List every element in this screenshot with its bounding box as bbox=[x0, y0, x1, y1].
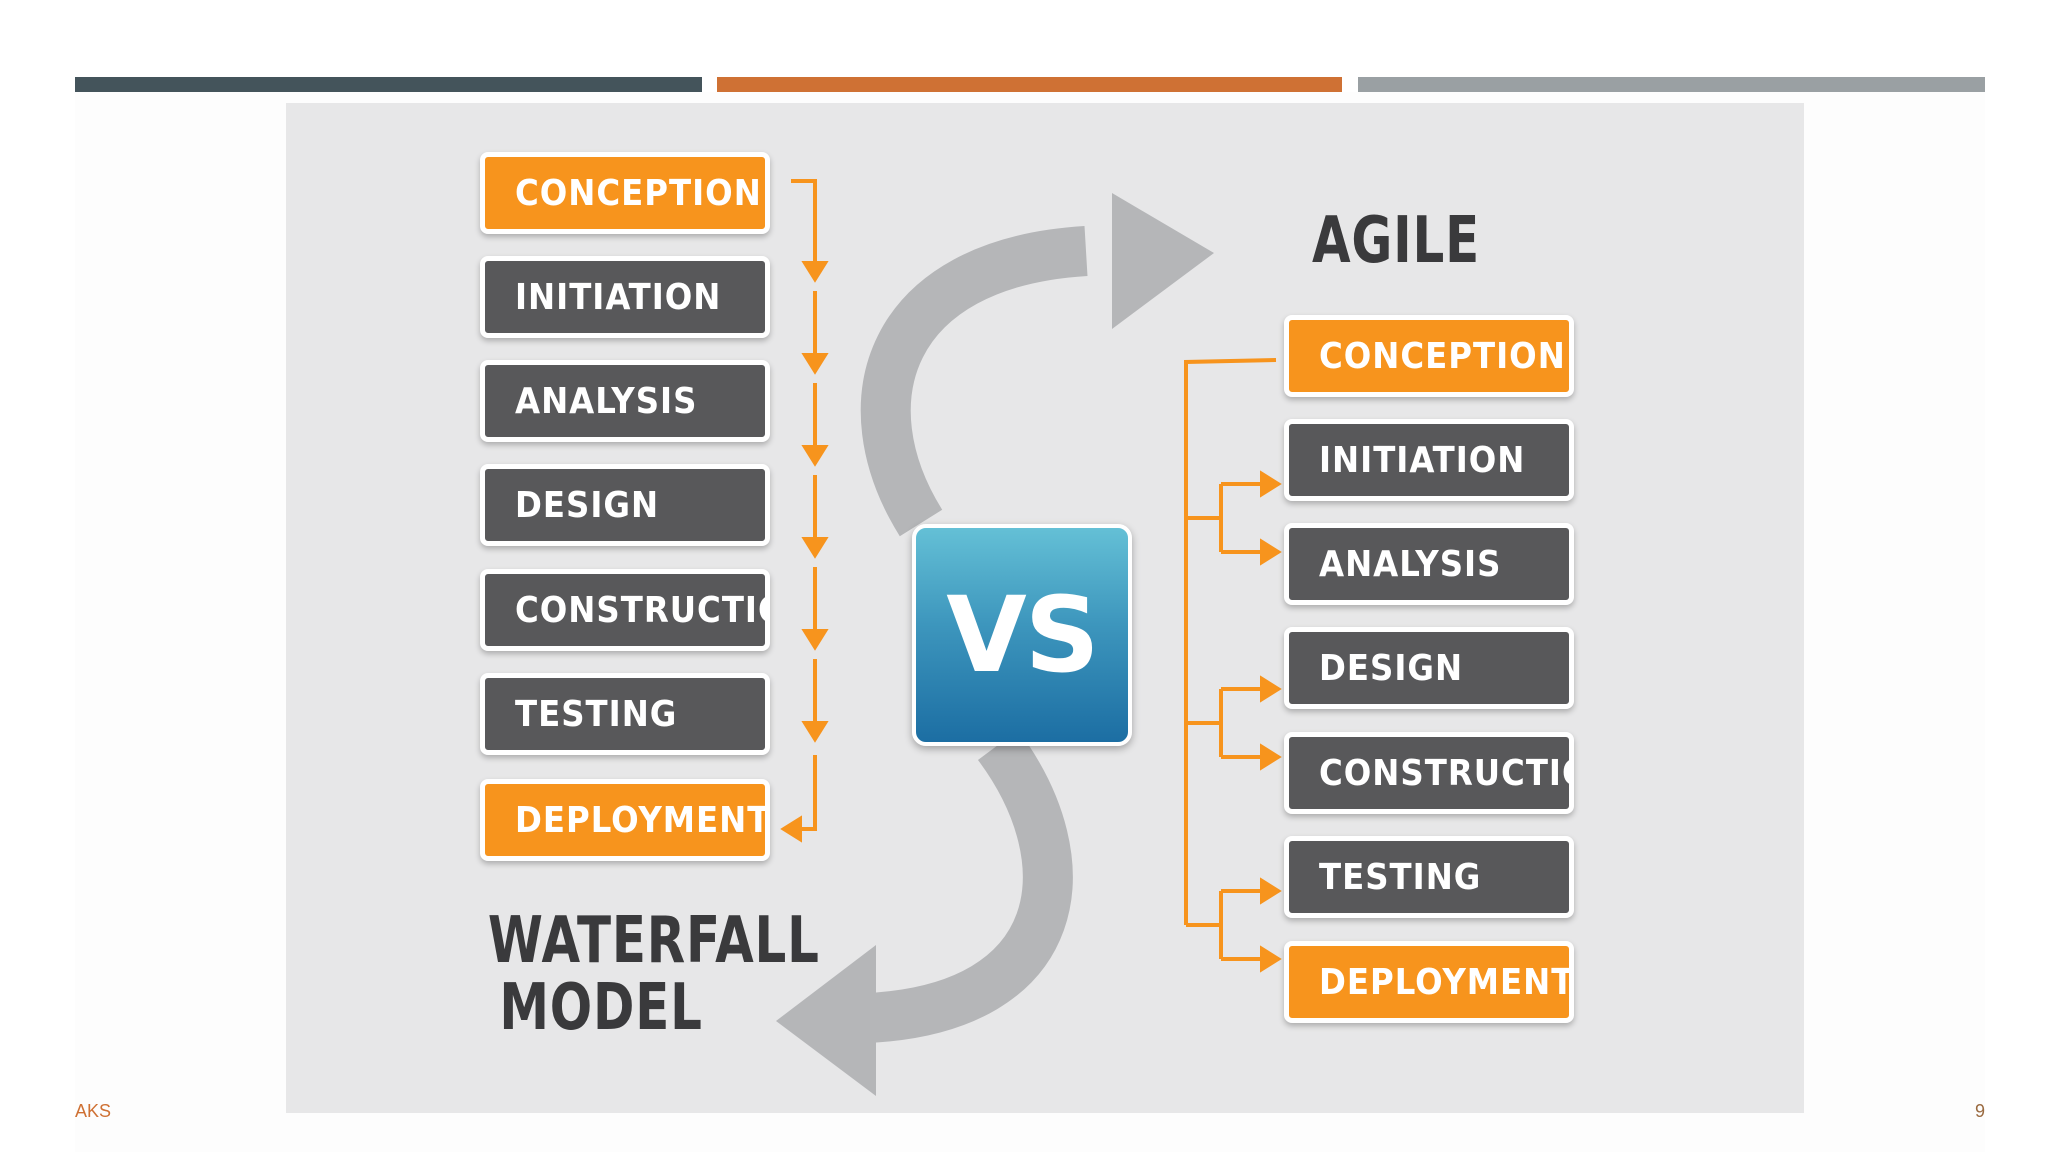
waterfall-step-design: DESIGN bbox=[480, 464, 770, 546]
agile-arrows bbox=[1184, 358, 1282, 973]
curved-arrow-bottom-head bbox=[776, 945, 876, 1096]
top-accent-bar-dark bbox=[75, 77, 702, 92]
waterfall-step-analysis: ANALYSIS bbox=[480, 360, 770, 442]
waterfall-step-testing: TESTING bbox=[480, 673, 770, 755]
curved-arrow-top-head bbox=[1112, 193, 1214, 329]
diagram-connectors bbox=[776, 179, 1282, 1096]
waterfall-title-line2: MODEL bbox=[499, 971, 703, 1046]
curved-arrow-bottom bbox=[866, 730, 1073, 1043]
top-accent-bar-orange bbox=[717, 77, 1342, 92]
waterfall-step-construction: CONSTRUCTION bbox=[480, 569, 770, 651]
vs-badge: VS bbox=[912, 524, 1132, 746]
agile-step-conception: CONCEPTION bbox=[1284, 315, 1574, 397]
footer-author: AKS bbox=[75, 1101, 112, 1121]
agile-step-testing: TESTING bbox=[1284, 836, 1574, 918]
waterfall-title: WATERFALL MODEL bbox=[487, 904, 820, 1046]
agile-step-construction: CONSTRUCTION bbox=[1284, 732, 1574, 814]
waterfall-title-line1: WATERFALL bbox=[487, 904, 820, 978]
waterfall-step-deployment: DEPLOYMENT bbox=[480, 779, 770, 861]
slide-number: 9 bbox=[1974, 1101, 1985, 1121]
agile-step-analysis: ANALYSIS bbox=[1284, 523, 1574, 605]
top-accent-bar-gray bbox=[1358, 77, 1985, 92]
waterfall-arrows bbox=[780, 179, 829, 843]
waterfall-vs-agile-diagram: CONCEPTION INITIATION ANALYSIS DESIGN CO… bbox=[286, 103, 1804, 1113]
agile-title: AGILE bbox=[1312, 204, 1480, 278]
curved-arrow-top bbox=[860, 226, 1088, 537]
agile-step-initiation: INITIATION bbox=[1284, 419, 1574, 501]
waterfall-step-conception: CONCEPTION bbox=[480, 152, 770, 234]
agile-step-design: DESIGN bbox=[1284, 627, 1574, 709]
agile-step-deployment: DEPLOYMENT bbox=[1284, 941, 1574, 1023]
waterfall-step-initiation: INITIATION bbox=[480, 256, 770, 338]
